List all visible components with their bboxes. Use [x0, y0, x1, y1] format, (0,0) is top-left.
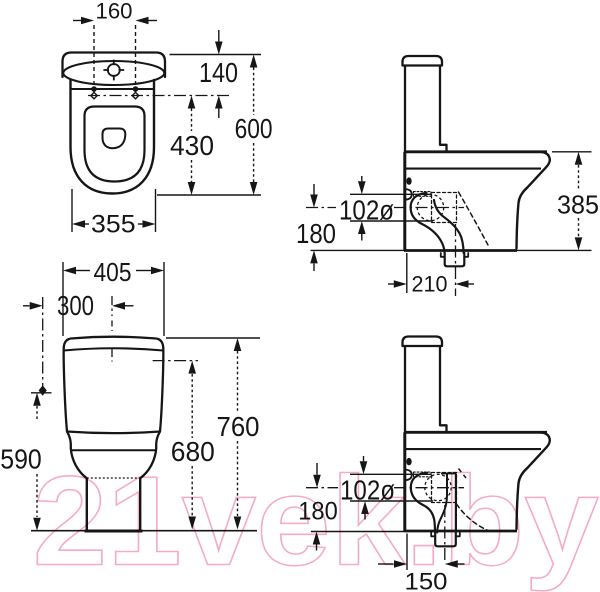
cistern-right-outlet-150 — [438, 344, 448, 434]
dim-150-arrow-right — [444, 560, 458, 568]
dim-760-arrow-bottom — [233, 516, 242, 530]
outlet-collar-right-b — [454, 531, 461, 538]
cistern-lid-outlet-150 — [401, 335, 444, 348]
bowl-side-right-front — [139, 430, 161, 480]
dim-405-arrow-left — [63, 266, 76, 275]
dim-600-arrow-bottom — [249, 182, 258, 195]
trap-hidden-box-b — [430, 471, 458, 504]
dim-180-arrow-bottom-b — [312, 531, 321, 545]
seat-inner-ring — [83, 105, 146, 183]
trap-weir-inner-a — [432, 198, 465, 255]
tank-front-outline — [62, 335, 165, 433]
dim-150-arrow-left — [394, 560, 407, 568]
fixing-hole-left — [90, 91, 98, 100]
flush-button-circle — [106, 63, 121, 77]
dim-405-label: 405 — [94, 259, 132, 287]
dim-140-arrow-bottom — [215, 95, 223, 109]
dim-590-label: 590 — [0, 444, 42, 475]
tank-lid-line-front — [62, 347, 165, 352]
dim-300-label: 300 — [57, 290, 94, 321]
outlet-stub-a — [443, 251, 466, 268]
dim-102-arrow-top-b — [359, 461, 368, 475]
bowl-profile-outlet-150 — [515, 431, 551, 531]
cistern-lid-outlet-210 — [401, 54, 444, 67]
dim-760-arrow-top — [233, 338, 242, 351]
dim-102-label-b: 102ø — [340, 475, 395, 506]
dim-680-label: 680 — [171, 436, 215, 467]
bowl-profile-outlet-210 — [515, 150, 551, 250]
dim-385-arrow-top — [574, 151, 583, 165]
dim-300-arrow-left — [29, 302, 43, 310]
supply-point-diamond — [38, 385, 47, 396]
dim-180-label-a: 180 — [296, 218, 336, 249]
trap-weir-outer-a — [409, 191, 446, 255]
dim-140-label: 140 — [199, 57, 238, 88]
trap-hidden-box-a — [430, 191, 458, 224]
outlet-collar-left-a — [439, 252, 446, 258]
trap-weir-outer-b — [409, 471, 437, 534]
tank-bottom-line-front — [65, 430, 162, 435]
cistern-right-outlet-210 — [438, 64, 448, 153]
bowl-hidden-arc-b — [455, 503, 489, 532]
dim-102-arrow-bottom-b — [361, 501, 369, 514]
bowl-water-spot — [101, 127, 127, 150]
hidden-tick-b — [457, 468, 467, 479]
dim-600-label: 600 — [235, 113, 273, 144]
tank-top-outline — [61, 51, 167, 79]
side-view-outlet-150-trap — [409, 468, 489, 560]
bowl-outline — [69, 78, 156, 195]
dim-102-arrow-top-a — [358, 181, 366, 195]
fixing-hole-right — [131, 91, 140, 100]
wall-fixing-dot-outlet-150 — [406, 457, 412, 466]
dim-600-arrow-top — [249, 54, 258, 68]
dim-180-arrow-top-a — [310, 194, 318, 208]
dim-405-arrow-right — [151, 266, 164, 275]
dim-590-arrow-bottom — [33, 517, 41, 531]
outlet-stub-b — [434, 531, 457, 548]
dim-430-label: 430 — [170, 130, 214, 161]
dim-680-arrow-bottom — [188, 516, 196, 530]
bowl-side-left-front — [66, 430, 88, 480]
outlet-collar-left-b — [430, 531, 437, 538]
wall-fixing-dot-outlet-210 — [406, 177, 412, 185]
dim-680-arrow-top — [188, 360, 196, 374]
dim-102-label-a: 102ø — [339, 195, 394, 226]
front-view: 405 300 590 680 760 — [0, 259, 260, 533]
dim-160-label: 160 — [96, 0, 133, 24]
dim-430-arrow-bottom — [187, 182, 196, 195]
dim-355-label: 355 — [91, 211, 136, 239]
dim-210-label: 210 — [412, 272, 448, 297]
side-view-outlet-150 — [401, 335, 551, 533]
dim-140-arrow-top — [215, 41, 223, 55]
side-view-outlet-210-dims: 102ø 180 385 210 — [296, 151, 599, 297]
bowl-hidden-edge-a — [457, 191, 490, 247]
top-view: 160 140 430 600 355 — [61, 0, 273, 239]
dim-180-label-b: 180 — [298, 498, 338, 526]
dim-160-arrow-left — [81, 16, 94, 25]
watermark-21vek: 21vek.by — [33, 450, 599, 592]
dim-102-arrow-bottom-a — [358, 221, 366, 234]
dim-385-arrow-bottom — [574, 237, 583, 251]
dim-430-arrow-top — [187, 95, 196, 109]
trap-channel-inner-b — [436, 473, 448, 534]
dim-210-arrow-right — [455, 280, 469, 288]
outlet-collar-right-a — [463, 252, 470, 258]
dim-180-arrow-top-b — [313, 474, 321, 488]
dim-355-arrow-left — [72, 220, 85, 228]
dim-160-arrow-right — [135, 16, 149, 25]
dim-590-arrow-top — [33, 392, 41, 406]
dim-180-arrow-bottom-a — [310, 250, 318, 264]
dim-760-label: 760 — [217, 411, 260, 442]
side-view-outlet-150-dims: 102ø 180 150 — [298, 456, 465, 592]
dim-355-arrow-right — [142, 220, 156, 228]
dim-385-label: 385 — [557, 190, 599, 220]
dim-150-label: 150 — [405, 569, 448, 592]
dim-300-arrow-right — [112, 302, 125, 310]
dim-210-arrow-left — [393, 280, 407, 288]
